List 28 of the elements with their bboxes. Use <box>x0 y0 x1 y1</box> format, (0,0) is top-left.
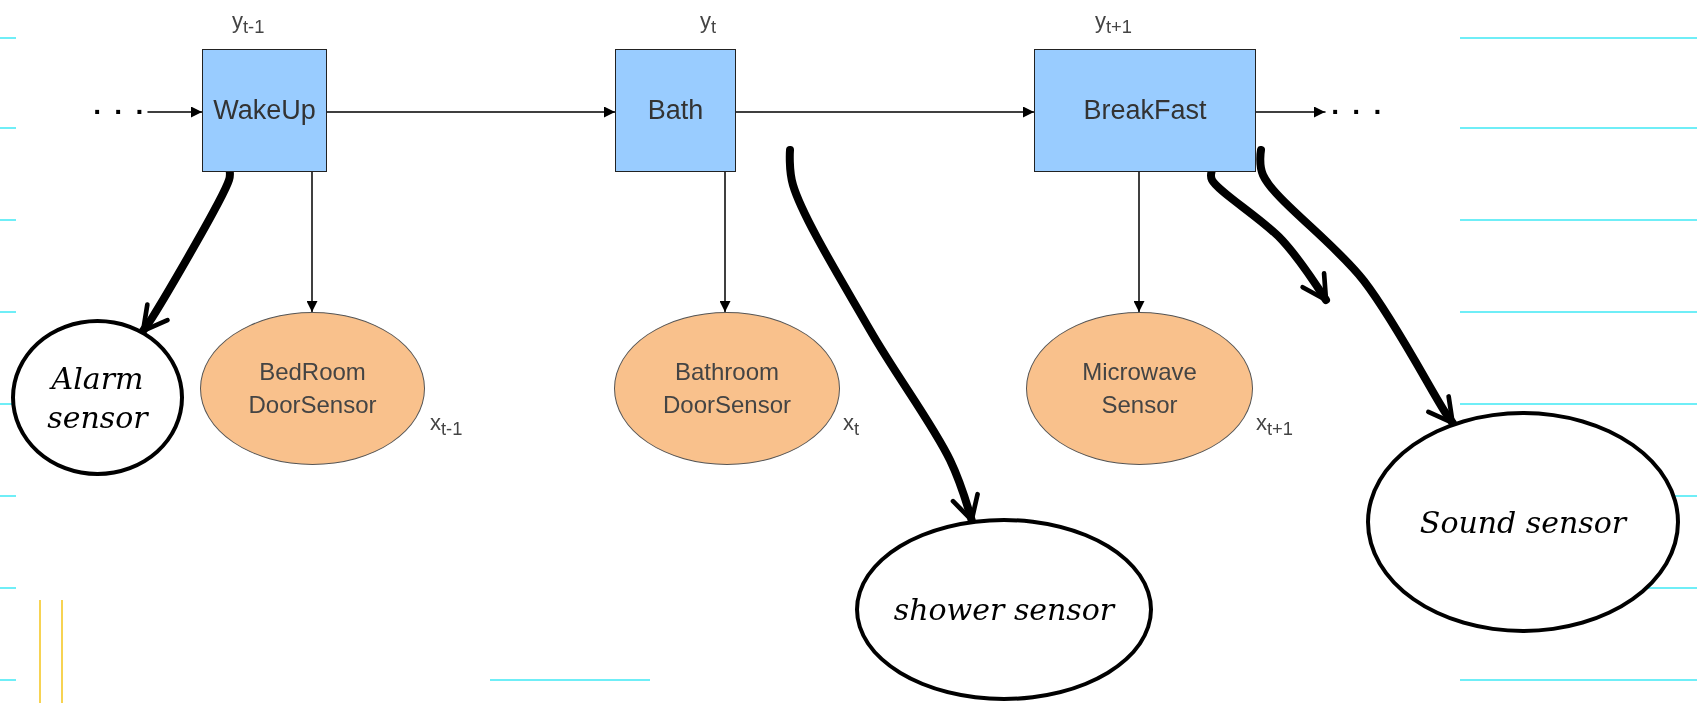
state-box <box>1034 49 1256 172</box>
node-label: · · · <box>1331 96 1385 128</box>
variable-label: y$_{t-1}$ <box>232 8 265 39</box>
node-label: Bath <box>647 95 704 126</box>
variable-label: x$_{t-1}$ <box>430 410 463 441</box>
variable-label: x$_{t+1}$ <box>1256 410 1293 441</box>
node-label: Sound sensor <box>1419 503 1627 542</box>
node-label: shower sensor <box>893 591 1115 629</box>
node-label: WakeUp <box>213 95 316 126</box>
arrow <box>1255 106 1326 118</box>
node-label: Bathroom DoorSensor <box>661 357 793 420</box>
arrow <box>1133 171 1145 313</box>
variable-label: y$_{t+1}$ <box>1095 8 1132 39</box>
node-label: Microwave Sensor <box>1081 357 1198 420</box>
arrow <box>719 171 731 313</box>
node-label: · · · <box>93 96 147 128</box>
state-box <box>615 49 736 172</box>
node-label: BedRoom DoorSensor <box>247 357 378 420</box>
arrow <box>326 106 616 118</box>
arrow <box>735 106 1035 118</box>
node-label: Alarm sensor <box>46 359 150 437</box>
state-box <box>202 49 327 172</box>
arrow <box>147 106 203 118</box>
variable-label: y$_{t}$ <box>700 8 717 39</box>
node-label: BreakFast <box>1083 95 1207 126</box>
hand-drawn-arrow <box>1256 146 1457 427</box>
variable-label: x$_{t}$ <box>843 410 860 441</box>
arrow <box>306 171 318 313</box>
